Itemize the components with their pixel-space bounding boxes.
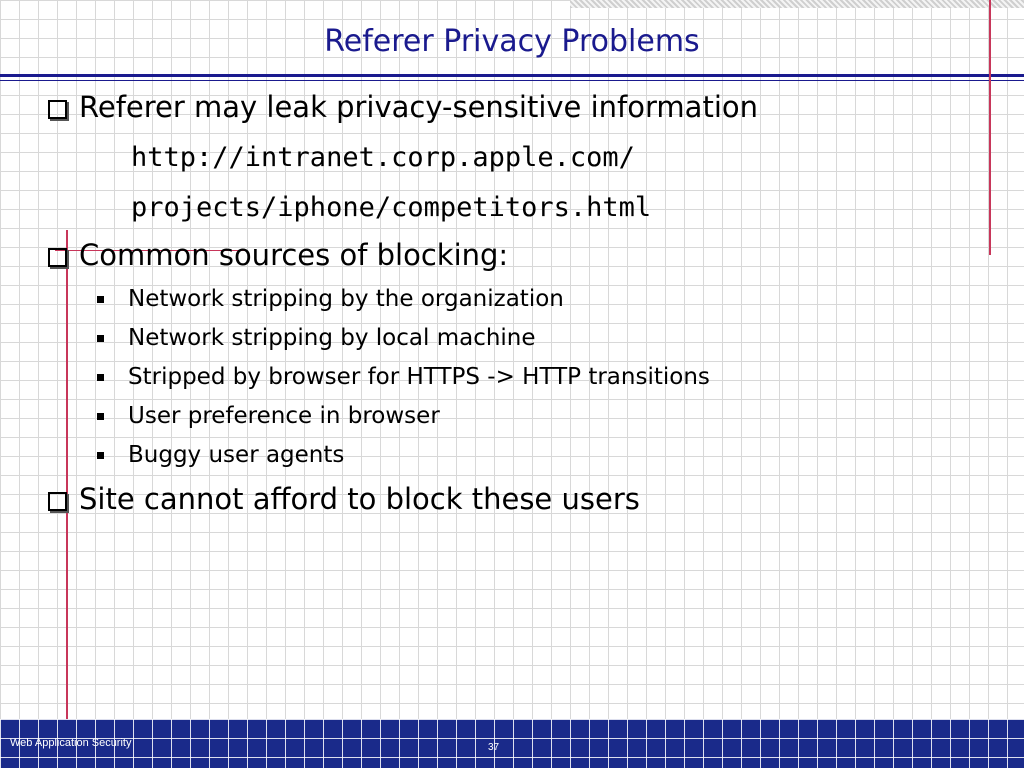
checkbox-bullet-icon — [48, 491, 67, 511]
code-line: http://intranet.corp.apple.com/ — [131, 142, 635, 173]
sub-bullet-text: Stripped by browser for HTTPS -> HTTP tr… — [128, 364, 710, 390]
sub-bullet-item: Buggy user agents — [97, 442, 344, 468]
top-pattern-strip — [570, 0, 1024, 8]
sub-bullet-text: User preference in browser — [128, 403, 440, 429]
margin-line-right — [989, 0, 991, 255]
sub-bullet-text: Buggy user agents — [128, 442, 345, 468]
square-bullet-icon — [97, 451, 104, 459]
checkbox-bullet-icon — [48, 247, 67, 267]
bullet-item: Common sources of blocking: — [48, 238, 508, 272]
title-divider-thin — [0, 80, 1024, 81]
square-bullet-icon — [97, 412, 104, 420]
bullet-item: Site cannot afford to block these users — [48, 482, 640, 516]
bullet-text: Common sources of blocking: — [79, 238, 509, 272]
bullet-text: Site cannot afford to block these users — [79, 482, 640, 516]
sub-bullet-item: User preference in browser — [97, 403, 440, 429]
sub-bullet-text: Network stripping by local machine — [128, 325, 536, 351]
margin-line-horizontal — [55, 250, 245, 251]
slide-title: Referer Privacy Problems — [324, 24, 700, 59]
sub-bullet-item: Stripped by browser for HTTPS -> HTTP tr… — [97, 364, 710, 390]
title-divider — [0, 74, 1024, 77]
square-bullet-icon — [97, 295, 104, 303]
footer-bar — [0, 719, 1024, 768]
checkbox-bullet-icon — [48, 99, 67, 119]
bullet-text: Referer may leak privacy-sensitive infor… — [79, 90, 758, 124]
square-bullet-icon — [97, 373, 104, 381]
sub-bullet-text: Network stripping by the organization — [128, 286, 564, 312]
sub-bullet-item: Network stripping by local machine — [97, 325, 536, 351]
sub-bullet-item: Network stripping by the organization — [97, 286, 564, 312]
square-bullet-icon — [97, 334, 104, 342]
bullet-item: Referer may leak privacy-sensitive infor… — [48, 90, 758, 124]
page-number: 37 — [488, 742, 500, 753]
footer-course-title: Web Application Security — [10, 737, 132, 749]
code-line: projects/iphone/competitors.html — [131, 192, 652, 223]
margin-line-left — [66, 230, 68, 768]
